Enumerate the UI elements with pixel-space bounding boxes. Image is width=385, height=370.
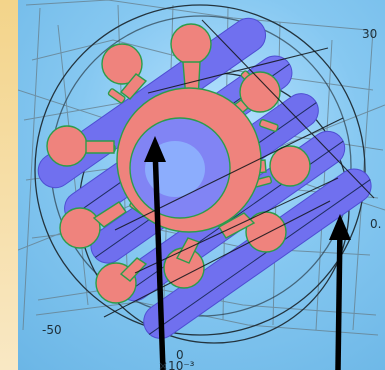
3d-graphics-viewport[interactable]: 30 0. -50 0 ×10⁻³ [18, 0, 385, 370]
axis-label-left-bottom: -50 [42, 323, 62, 337]
salmon-structure [46, 23, 311, 304]
left-panel-edge [0, 0, 18, 370]
up-arrow-icon [144, 136, 166, 370]
graphics-canvas[interactable]: 30 0. -50 0 ×10⁻³ [18, 0, 385, 370]
axis-label-right: 0. [370, 217, 381, 231]
axis-unit-label: ×10⁻³ [158, 359, 195, 370]
axis-label-top-right: 30 [362, 27, 377, 41]
annotation-arrows [144, 136, 351, 370]
wire-edges [103, 19, 375, 318]
axis-label-bottom-zero: 0 [176, 348, 184, 362]
up-arrow-icon [329, 214, 351, 370]
